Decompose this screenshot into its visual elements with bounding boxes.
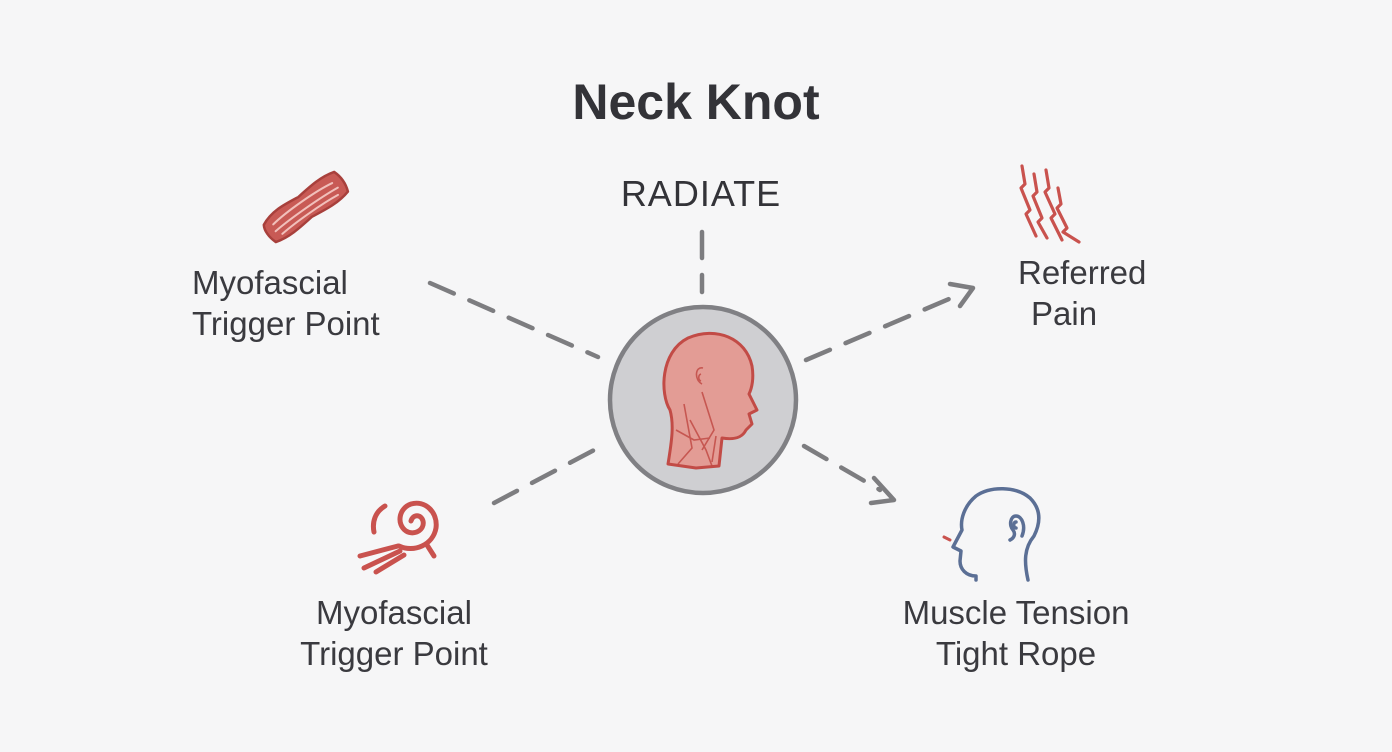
node-label-line: Myofascial (192, 264, 348, 301)
node-label-line: Trigger Point (300, 635, 488, 672)
spiral-knot-icon (357, 500, 439, 575)
node-label-line: Pain (1031, 295, 1098, 332)
connector-top-right (803, 293, 959, 363)
node-label-line: Muscle Tension (902, 594, 1130, 631)
head-neck-anatomy-icon (662, 331, 759, 470)
arrowhead-bottom-right (868, 475, 897, 506)
node-label-line: Referred (1018, 254, 1147, 291)
connector-top-left (427, 280, 601, 360)
node-label-line: Trigger Point (192, 305, 380, 342)
node-label-bottom-left: Myofascial Trigger Point (286, 592, 502, 674)
node-label-line: Myofascial (316, 594, 472, 631)
connector-bottom-right (801, 443, 883, 493)
node-label-bottom-right: Muscle Tension Tight Rope (886, 592, 1146, 674)
center-node (607, 304, 799, 496)
head-profile-icon (942, 487, 1041, 582)
node-label-top-right: Referred Pain (1018, 252, 1146, 334)
center-label: RADIATE (620, 173, 782, 214)
arrowhead-top-right (947, 281, 976, 309)
pain-lines-icon (1019, 164, 1081, 244)
connector-bottom-left (491, 445, 601, 506)
node-label-line: Tight Rope (935, 635, 1097, 672)
muscle-fiber-icon (262, 170, 350, 244)
node-label-top-left: Myofascial Trigger Point (192, 262, 380, 344)
diagram-title: Neck Knot (572, 74, 820, 130)
